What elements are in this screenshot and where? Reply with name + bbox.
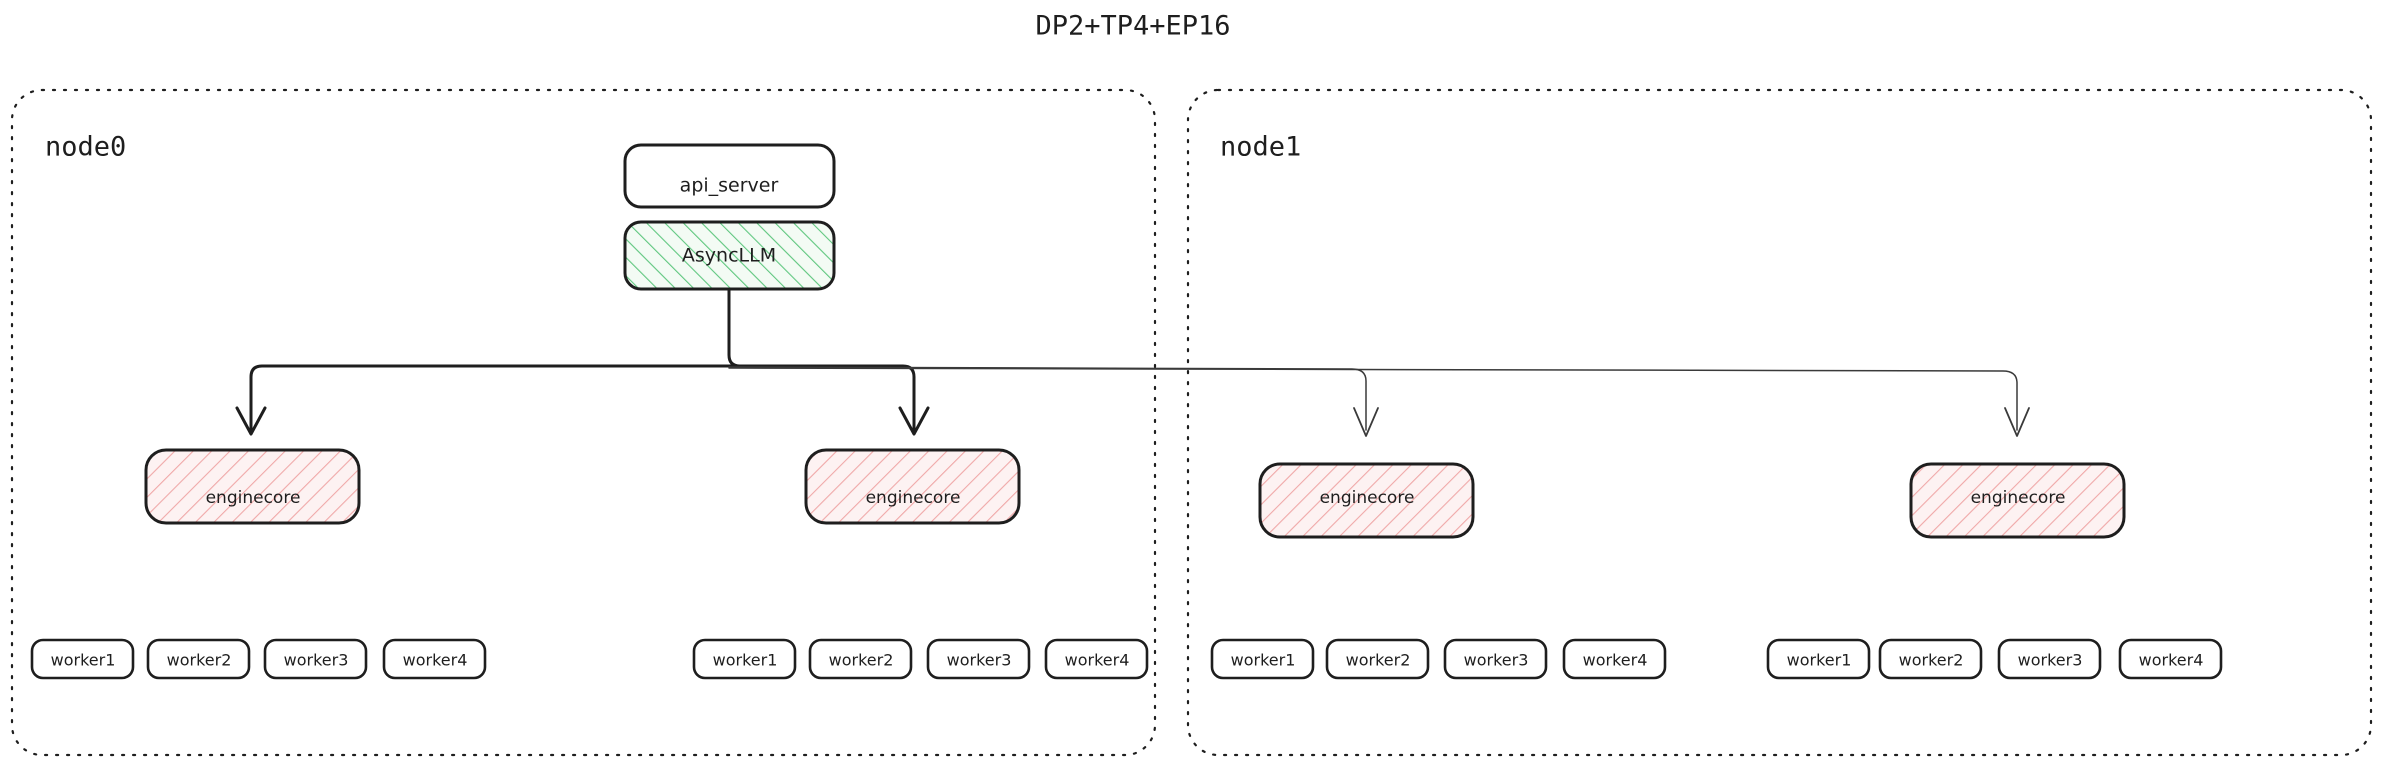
arrowhead-enginecore-1-0 (1353, 407, 1379, 437)
enginecore-shape[interactable] (1258, 462, 1475, 539)
edge-to-enginecore-0-1 (727, 364, 916, 432)
enginecore-shape[interactable] (1909, 462, 2126, 539)
worker-shape[interactable] (146, 638, 251, 680)
worker-group-node1-0: worker1 worker2 worker3 worker4 (1210, 638, 1667, 680)
worker-label: worker2 (1899, 651, 1964, 670)
edge-to-enginecore-1-1 (728, 367, 2018, 431)
worker-label: worker2 (167, 651, 232, 670)
worker-shape[interactable] (1443, 638, 1548, 680)
worker-label: worker3 (2018, 651, 2083, 670)
edge-to-enginecore-0-0 (249, 364, 731, 432)
worker-box[interactable]: worker4 (382, 638, 487, 680)
node0-frame (10, 88, 1157, 757)
worker-box[interactable]: worker3 (1443, 638, 1548, 680)
worker-shape[interactable] (263, 638, 368, 680)
worker-box[interactable]: worker4 (1044, 638, 1149, 680)
worker-shape[interactable] (926, 638, 1031, 680)
worker-shape[interactable] (1044, 638, 1149, 680)
worker-shape[interactable] (382, 638, 487, 680)
enginecore-shape[interactable] (144, 448, 361, 525)
worker-shape[interactable] (1766, 638, 1871, 680)
worker-box[interactable]: worker1 (1210, 638, 1315, 680)
worker-group-node0-1: worker1 worker2 worker3 worker4 (692, 638, 1149, 680)
worker-label: worker3 (947, 651, 1012, 670)
worker-label: worker3 (1464, 651, 1529, 670)
enginecore-node1-0[interactable]: enginecore (1258, 462, 1475, 539)
worker-shape[interactable] (1878, 638, 1983, 680)
page-title: DP2+TP4+EP16 (1035, 11, 1230, 42)
worker-label: worker2 (1346, 651, 1411, 670)
worker-label: worker2 (829, 651, 894, 670)
enginecore-label: enginecore (1971, 488, 2066, 508)
enginecore-label: enginecore (1320, 488, 1415, 508)
worker-shape[interactable] (808, 638, 913, 680)
arrowhead-enginecore-0-0 (235, 406, 267, 436)
worker-group-node0-0: worker1 worker2 worker3 worker4 (30, 638, 487, 680)
async-llm-shape[interactable] (623, 220, 836, 291)
node1-label: node1 (1220, 132, 1301, 163)
worker-shape[interactable] (1325, 638, 1430, 680)
node-container-node0: node0 (10, 88, 1157, 757)
worker-shape[interactable] (692, 638, 797, 680)
node1-frame (1186, 88, 2373, 757)
edge-stem (727, 287, 742, 368)
worker-box[interactable]: worker3 (1997, 638, 2102, 680)
worker-label: worker3 (284, 651, 349, 670)
worker-box[interactable]: worker2 (146, 638, 251, 680)
api-server-shape[interactable] (623, 143, 836, 209)
worker-box[interactable]: worker1 (692, 638, 797, 680)
worker-box[interactable]: worker2 (1878, 638, 1983, 680)
worker-box[interactable]: worker3 (926, 638, 1031, 680)
worker-box[interactable]: worker2 (808, 638, 913, 680)
async-llm-box[interactable]: AsyncLLM (623, 220, 836, 291)
connector-tree (235, 287, 2030, 437)
worker-box[interactable]: worker2 (1325, 638, 1430, 680)
enginecore-node0-1[interactable]: enginecore (804, 448, 1021, 525)
node0-label: node0 (45, 132, 126, 163)
enginecore-label: enginecore (206, 488, 301, 508)
worker-label: worker4 (1065, 651, 1130, 670)
arrowhead-enginecore-1-1 (2004, 407, 2030, 437)
enginecore-label: enginecore (866, 488, 961, 508)
edge-to-enginecore-1-0 (728, 366, 1367, 431)
worker-label: worker4 (403, 651, 468, 670)
node-container-node1: node1 (1186, 88, 2373, 757)
worker-box[interactable]: worker1 (30, 638, 135, 680)
worker-box[interactable]: worker1 (1766, 638, 1871, 680)
api-server-box[interactable]: api_server (623, 143, 836, 209)
worker-shape[interactable] (2118, 638, 2223, 680)
worker-shape[interactable] (1210, 638, 1315, 680)
worker-shape[interactable] (30, 638, 135, 680)
worker-box[interactable]: worker4 (1562, 638, 1667, 680)
api-server-label: api_server (680, 175, 779, 197)
arrowhead-enginecore-0-1 (898, 406, 930, 436)
enginecore-shape[interactable] (804, 448, 1021, 525)
worker-label: worker4 (1583, 651, 1648, 670)
worker-label: worker4 (2139, 651, 2204, 670)
async-llm-label: AsyncLLM (682, 245, 776, 267)
worker-label: worker1 (713, 651, 778, 670)
worker-label: worker1 (51, 651, 116, 670)
worker-shape[interactable] (1562, 638, 1667, 680)
worker-label: worker1 (1231, 651, 1296, 670)
worker-box[interactable]: worker4 (2118, 638, 2223, 680)
enginecore-node0-0[interactable]: enginecore (144, 448, 361, 525)
worker-box[interactable]: worker3 (263, 638, 368, 680)
worker-label: worker1 (1787, 651, 1852, 670)
enginecore-node1-1[interactable]: enginecore (1909, 462, 2126, 539)
worker-group-node1-1: worker1 worker2 worker3 worker4 (1766, 638, 2223, 680)
worker-shape[interactable] (1997, 638, 2102, 680)
